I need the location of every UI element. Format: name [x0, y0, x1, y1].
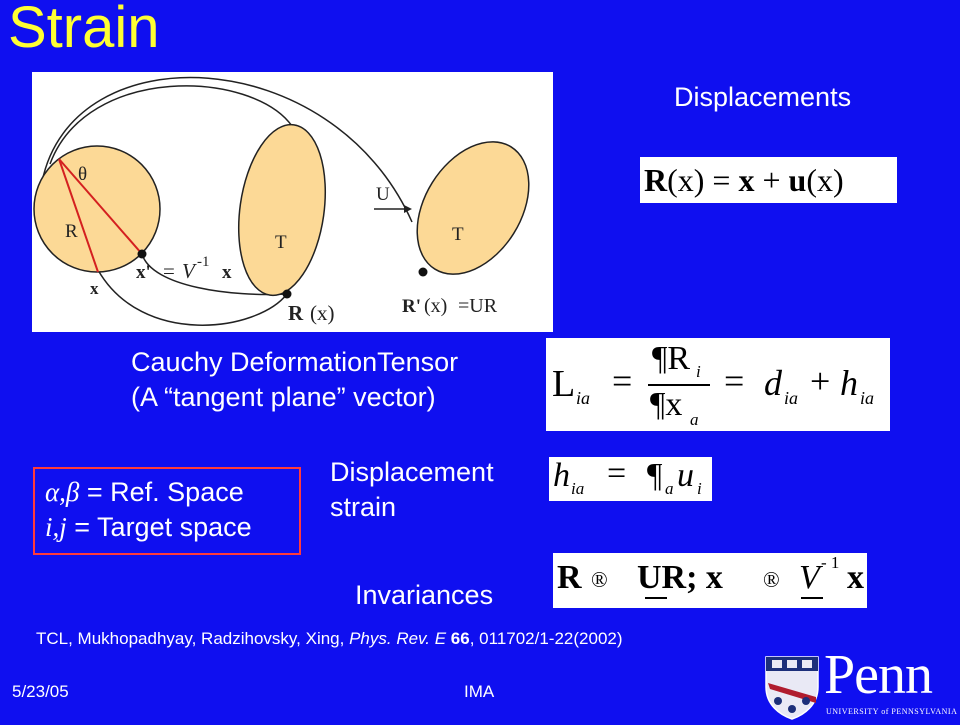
- eq3-u: u: [677, 457, 694, 494]
- deformation-tensor-equation: L ia = ¶R i ¶x a = d ia + h ia: [546, 338, 890, 431]
- r-prime-label: R': [402, 296, 421, 317]
- citation-rest: , 011702/1-22(2002): [469, 629, 623, 648]
- strain-diagram-svg: θ R T T U x x' = V -1 x R (x) R' (x) =UR: [33, 76, 530, 326]
- r-of-x-label: R: [288, 301, 304, 325]
- cauchy-line1: Cauchy DeformationTensor: [131, 347, 459, 377]
- eq2-h: h: [840, 363, 858, 403]
- equals-sign: =: [163, 259, 175, 283]
- penn-shield-icon: [765, 656, 819, 720]
- eq2-num-sub: i: [696, 362, 701, 381]
- citation: TCL, Mukhopadhyay, Radzihovsky, Xing, Ph…: [36, 629, 623, 649]
- eq3-eq: =: [607, 455, 627, 492]
- eq3-u-sub: i: [697, 479, 702, 498]
- citation-volume: 66: [446, 629, 470, 648]
- fraction-bar: [648, 384, 710, 386]
- eq1-ux: (x): [806, 162, 844, 198]
- chord-line: [58, 158, 99, 273]
- eq4-v: V: [799, 559, 820, 596]
- legend-ref-text: = Ref. Space: [79, 477, 244, 507]
- cauchy-heading: Cauchy DeformationTensor (A “tangent pla…: [131, 345, 458, 415]
- eq4-arrow2: ®: [763, 567, 780, 592]
- legend-target-row: i,j = Target space: [45, 510, 299, 545]
- target-ellipse-left: [237, 123, 327, 297]
- penn-wordmark: Penn: [824, 644, 933, 706]
- theta-label: θ: [78, 164, 87, 185]
- penn-logo: Penn UNIVERSITY of PENNSYLVANIA: [764, 644, 960, 720]
- displacement-strain-heading: Displacement strain: [330, 455, 494, 525]
- footer-date: 5/23/05: [12, 682, 69, 701]
- legend-ref-row: α,β = Ref. Space: [45, 475, 299, 510]
- eq3-partial-sub: a: [665, 479, 674, 498]
- eq3-partial: ¶: [647, 457, 663, 494]
- u-arrow-head: [404, 205, 412, 213]
- invariance-equation: R ® UR; x ® V - 1 x: [553, 553, 867, 608]
- eq1-x: x: [738, 162, 755, 198]
- x-prime-label: x': [136, 262, 151, 283]
- citation-authors: TCL, Mukhopadhyay, Radzihovsky, Xing,: [36, 629, 350, 648]
- eq4-arrow1: ®: [591, 567, 608, 592]
- x-prime-point: [137, 249, 147, 259]
- v-inverse-label: V: [182, 259, 197, 283]
- x-after-label: x: [222, 262, 232, 283]
- target-ellipse-right: [416, 141, 530, 275]
- disp-strain-line2: strain: [330, 492, 397, 523]
- eq2-den: ¶x: [650, 386, 683, 423]
- eq2-num: ¶R: [652, 340, 691, 377]
- displacement-equation: R(x) = x + u(x): [640, 157, 897, 203]
- eq1-rx: (x) =: [667, 162, 731, 198]
- legend-target-symbol: i,j: [45, 511, 67, 542]
- cauchy-line2: (A “tangent plane” vector): [131, 382, 436, 413]
- displacements-heading: Displacements: [674, 82, 852, 112]
- eq1-u: u: [788, 162, 807, 198]
- r-prime-eq: =UR: [458, 295, 498, 317]
- r-of-x-arg: (x): [310, 301, 335, 325]
- index-legend: α,β = Ref. Space i,j = Target space: [33, 467, 301, 555]
- eq2-d: d: [764, 363, 782, 403]
- footer-org: IMA: [464, 682, 495, 701]
- eq4-underline-v: [801, 597, 823, 599]
- eq2-eq2: =: [724, 361, 745, 401]
- eq4-x: x: [847, 559, 864, 596]
- legend-target-text: = Target space: [66, 511, 252, 542]
- diameter-line: [58, 158, 143, 255]
- strain-diagram: θ R T T U x x' = V -1 x R (x) R' (x) =UR: [32, 72, 553, 332]
- r-prime-point: [418, 267, 428, 277]
- penn-subtitle: UNIVERSITY of PENNSYLVANIA: [826, 707, 958, 716]
- top-curve-outer: [41, 76, 413, 223]
- displacement-strain-equation: h ia = ¶ a u i: [549, 455, 712, 501]
- u-label: U: [376, 184, 390, 205]
- citation-journal: Phys. Rev. E: [349, 629, 447, 648]
- bottom-curve: [97, 269, 288, 326]
- eq1-r: R: [644, 162, 668, 198]
- eq4-r: R: [557, 559, 582, 596]
- eq4-v-exp: - 1: [821, 553, 840, 572]
- eq2-L-sub: ia: [576, 388, 591, 408]
- r-label: R: [65, 221, 78, 242]
- eq4-underline-u: [645, 597, 667, 599]
- eq3-h: h: [553, 457, 570, 494]
- eq3-h-sub: ia: [571, 479, 585, 498]
- eq2-L: L: [552, 363, 576, 405]
- r-prime-arg: (x): [424, 295, 447, 317]
- legend-ref-symbol: α,β: [45, 477, 80, 507]
- rx-point: [282, 289, 292, 299]
- t-left-label: T: [275, 232, 287, 253]
- eq2-plus: +: [810, 361, 831, 401]
- eq2-d-sub: ia: [784, 388, 799, 408]
- invariances-heading: Invariances: [355, 580, 494, 610]
- x-label: x: [90, 279, 99, 298]
- slide-title: Strain: [8, 0, 160, 60]
- v-exponent: -1: [197, 254, 210, 270]
- t-right-label: T: [452, 224, 464, 245]
- eq2-h-sub: ia: [860, 388, 875, 408]
- disp-strain-line1: Displacement: [330, 457, 494, 487]
- eq2-eq1: =: [612, 361, 633, 401]
- eq4-ur-x: UR; x: [637, 559, 723, 596]
- eq2-den-sub: a: [690, 410, 699, 429]
- top-curve-inner: [49, 85, 293, 165]
- eq1-plus: +: [762, 162, 781, 198]
